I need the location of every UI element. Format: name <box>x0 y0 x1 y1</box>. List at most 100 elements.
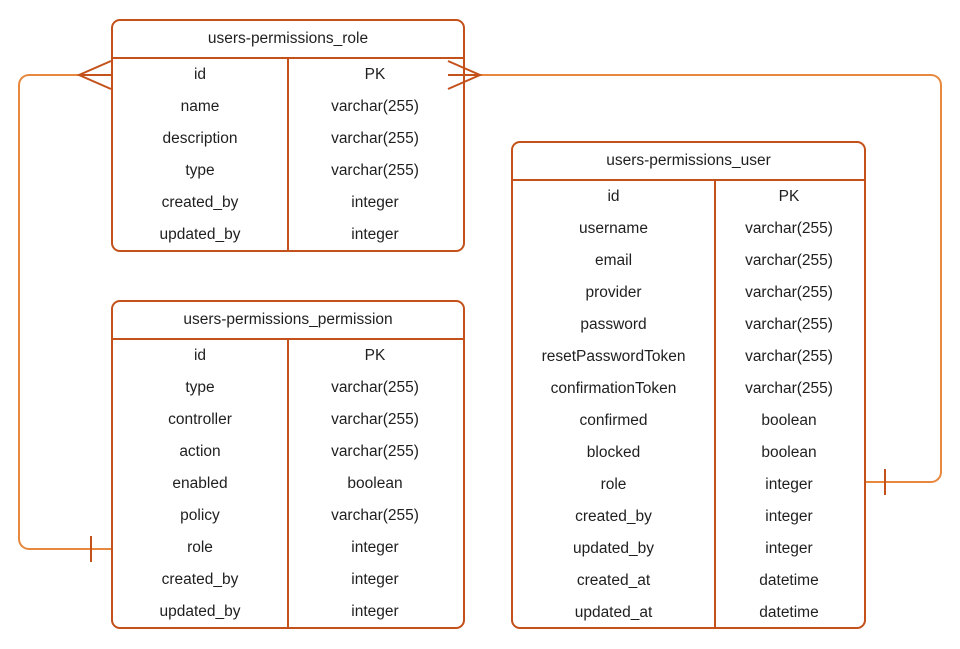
field-type: integer <box>765 476 813 493</box>
table-row[interactable]: created_by integer <box>113 564 463 596</box>
field-name: updated_by <box>159 226 241 243</box>
table-row[interactable]: role integer <box>113 532 463 564</box>
field-type: varchar(255) <box>745 348 833 365</box>
field-name: policy <box>180 507 220 524</box>
connector-role-user-from-table <box>478 74 920 76</box>
table-row[interactable]: updated_by integer <box>113 596 463 628</box>
field-name: created_by <box>161 571 239 588</box>
table-row[interactable]: description varchar(255) <box>113 123 463 155</box>
entity-table-title: users-permissions_role <box>113 21 463 59</box>
table-row[interactable]: updated_at datetime <box>513 597 864 629</box>
field-type: varchar(255) <box>745 380 833 397</box>
field-type: varchar(255) <box>331 379 419 396</box>
field-name: password <box>580 316 647 333</box>
field-name: name <box>180 98 220 115</box>
table-row[interactable]: id PK <box>513 181 864 213</box>
field-name: email <box>594 252 633 269</box>
field-type: varchar(255) <box>331 443 419 460</box>
table-row[interactable]: confirmed boolean <box>513 405 864 437</box>
table-row[interactable]: id PK <box>113 59 463 91</box>
connector-role-user-to-table <box>866 481 920 483</box>
field-name: role <box>187 539 213 556</box>
relationship-one-marker-permission <box>90 536 92 562</box>
table-row[interactable]: id PK <box>113 340 463 372</box>
table-row[interactable]: policy varchar(255) <box>113 500 463 532</box>
table-row[interactable]: enabled boolean <box>113 468 463 500</box>
table-row[interactable]: role integer <box>513 469 864 501</box>
entity-table-users-permissions-user[interactable]: users-permissions_user id PK username va… <box>511 141 866 629</box>
table-row[interactable]: username varchar(255) <box>513 213 864 245</box>
field-type: varchar(255) <box>745 316 833 333</box>
field-name: created_at <box>576 572 651 589</box>
field-name: confirmed <box>579 412 648 429</box>
table-row[interactable]: created_by integer <box>113 187 463 219</box>
entity-table-users-permissions-role[interactable]: users-permissions_role id PK name varcha… <box>111 19 465 252</box>
entity-table-title: users-permissions_permission <box>113 302 463 340</box>
field-name: enabled <box>172 475 228 492</box>
field-type: PK <box>778 188 800 205</box>
field-name: description <box>162 130 238 147</box>
field-type: integer <box>351 571 399 588</box>
field-name: updated_by <box>159 603 241 620</box>
field-type: varchar(255) <box>745 284 833 301</box>
entity-table-body: id PK type varchar(255) controller varch… <box>113 340 463 628</box>
field-type: varchar(255) <box>745 220 833 237</box>
table-row[interactable]: controller varchar(255) <box>113 404 463 436</box>
field-name: id <box>193 66 207 83</box>
field-type: PK <box>364 66 386 83</box>
table-row[interactable]: password varchar(255) <box>513 309 864 341</box>
field-name: id <box>193 347 207 364</box>
field-type: datetime <box>759 572 819 589</box>
entity-table-body: id PK username varchar(255) email varcha… <box>513 181 864 629</box>
relationship-one-marker-user <box>884 469 886 495</box>
field-type: varchar(255) <box>331 162 419 179</box>
table-row[interactable]: action varchar(255) <box>113 436 463 468</box>
field-name: controller <box>168 411 232 428</box>
table-row[interactable]: provider varchar(255) <box>513 277 864 309</box>
entity-table-users-permissions-permission[interactable]: users-permissions_permission id PK type … <box>111 300 465 629</box>
table-row[interactable]: email varchar(255) <box>513 245 864 277</box>
table-row[interactable]: blocked boolean <box>513 437 864 469</box>
table-row[interactable]: updated_by integer <box>513 533 864 565</box>
table-row[interactable]: name varchar(255) <box>113 91 463 123</box>
connector-role-permission-corner-top <box>18 74 92 98</box>
field-type: varchar(255) <box>331 98 419 115</box>
table-row[interactable]: type varchar(255) <box>113 372 463 404</box>
field-name: id <box>607 188 620 205</box>
field-type: boolean <box>761 412 817 429</box>
entity-table-title: users-permissions_user <box>513 143 864 181</box>
relationship-crows-foot-left <box>76 60 112 90</box>
field-type: varchar(255) <box>331 507 419 524</box>
field-type: integer <box>765 540 813 557</box>
connector-role-permission-vertical <box>18 96 20 526</box>
table-row[interactable]: type varchar(255) <box>113 155 463 187</box>
field-name: created_by <box>161 194 239 211</box>
field-type: integer <box>351 539 399 556</box>
field-type: integer <box>351 226 399 243</box>
field-name: confirmationToken <box>550 380 677 397</box>
field-type: boolean <box>761 444 817 461</box>
field-name: updated_by <box>572 540 655 557</box>
field-type: varchar(255) <box>331 130 419 147</box>
table-row[interactable]: updated_by integer <box>113 219 463 251</box>
table-row[interactable]: confirmationToken varchar(255) <box>513 373 864 405</box>
field-name: username <box>579 220 648 237</box>
entity-table-body: id PK name varchar(255) description varc… <box>113 59 463 251</box>
table-row[interactable]: created_by integer <box>513 501 864 533</box>
connector-role-user-vertical <box>940 96 942 461</box>
field-type: PK <box>364 347 386 364</box>
column-divider <box>714 181 716 629</box>
field-type: datetime <box>759 604 819 621</box>
field-name: provider <box>585 284 642 301</box>
field-type: integer <box>351 194 399 211</box>
table-row[interactable]: resetPasswordToken varchar(255) <box>513 341 864 373</box>
field-type: integer <box>765 508 813 525</box>
connector-role-permission-to-table <box>90 548 112 550</box>
field-name: type <box>185 162 215 179</box>
column-divider <box>287 59 289 251</box>
table-row[interactable]: created_at datetime <box>513 565 864 597</box>
field-type: integer <box>351 603 399 620</box>
field-name: action <box>179 443 221 460</box>
field-type: varchar(255) <box>331 411 419 428</box>
